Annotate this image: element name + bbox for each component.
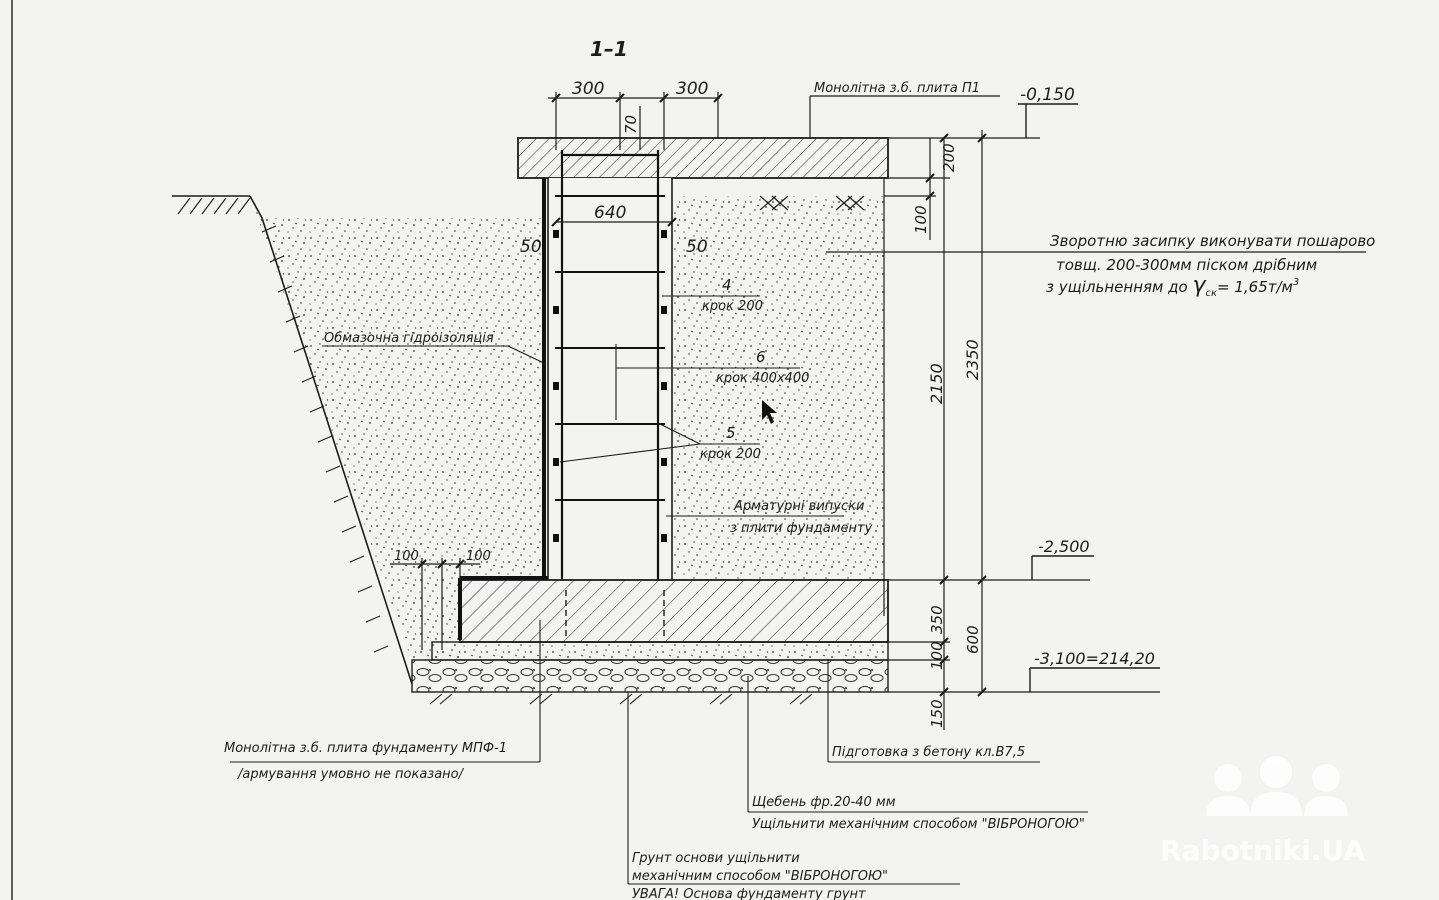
callout-concrete-prep: Підготовка з бетону кл.B7,5 (832, 745, 1025, 760)
dimension-lines (390, 92, 1160, 730)
callout-outlets-line1: Арматурні випуски (733, 499, 864, 514)
wall (548, 178, 672, 580)
backfill-value: = 1,65т/м (1217, 278, 1293, 296)
dim-200: 200 (940, 143, 958, 172)
callout-soil-line1: Грунт основи ущільнити (632, 851, 800, 866)
watermark-text: Rabotniki.UA (1160, 834, 1365, 867)
rebar-4-step: крок 200 (702, 299, 763, 314)
concrete-preparation (431, 641, 889, 661)
rebar-4-number: 4 (722, 276, 732, 294)
gamma-symbol: γ (1192, 273, 1206, 298)
slope-hatch (261, 225, 389, 653)
soil-marks (759, 195, 865, 211)
rebar-6-number: 6 (756, 348, 766, 366)
dim-350: 350 (928, 605, 946, 634)
gamma-subscript: ск (1205, 288, 1217, 299)
dim-300-right: 300 (676, 79, 708, 99)
dim-600: 600 (964, 625, 982, 654)
rebar-6-step: крок 400x400 (716, 371, 809, 386)
level-top: -0,150 (1020, 85, 1075, 105)
level-bottom: -3,100=214,20 (1034, 649, 1155, 668)
section-label: 1–1 (590, 37, 628, 61)
dim-150: 150 (928, 699, 946, 728)
dim-50-right: 50 (686, 237, 708, 257)
callout-foundation-line1: Монолітна з.б. плита фундаменту МПФ-1 (224, 741, 507, 756)
dim-100-b: 100 (466, 549, 491, 564)
dim-100-bottom: 100 (928, 641, 946, 670)
callout-slab: Монолітна з.б. плита П1 (814, 81, 980, 96)
soil-hatch (429, 693, 813, 705)
callout-backfill-line3: з ущільненням до γск= 1,65т/м3 (1046, 273, 1299, 299)
backfill-superscript: 3 (1293, 277, 1299, 288)
ground-surface (172, 195, 251, 215)
callout-soil-line3: УВАГА! Основа фундаменту грунт (632, 887, 866, 900)
rebar-dots (553, 230, 667, 542)
dim-300-left: 300 (572, 79, 604, 99)
excavation-slope (249, 195, 413, 685)
dim-2150: 2150 (927, 363, 946, 404)
dim-50-left: 50 (520, 237, 542, 257)
callout-backfill-line2: товщ. 200-300мм піском дрібним (1056, 256, 1317, 274)
callout-waterproofing: Обмазочна гідроізоляція (324, 331, 494, 346)
callout-backfill-line1: Зворотню засипку виконувати пошарово (1050, 232, 1375, 250)
dimension-ticks (417, 93, 987, 697)
dim-640: 640 (594, 203, 626, 223)
foundation-slab (459, 579, 889, 643)
level-mid: -2,500 (1038, 537, 1090, 556)
top-slab (517, 137, 889, 179)
level-markers (1018, 103, 1160, 692)
callout-foundation-line2: /армування умовно не показано/ (237, 767, 465, 782)
mouse-cursor-icon (762, 400, 777, 424)
rebar-5-number: 5 (726, 424, 736, 442)
dim-70: 70 (622, 115, 640, 134)
callout-soil-line2: механічним способом "ВІБРОНОГОЮ" (632, 869, 888, 884)
dim-100-top: 100 (912, 205, 930, 234)
watermark-logo-icon (1206, 756, 1348, 816)
rebar-5-step: крок 200 (700, 447, 761, 462)
backfill-left (250, 196, 544, 662)
backfill-prefix: з ущільненням до (1046, 278, 1188, 296)
callout-outlets-line2: з плити фундаменту (730, 521, 873, 536)
callout-gravel-line1: Щебень фр.20-40 мм (752, 795, 896, 810)
dim-100-a: 100 (394, 549, 419, 564)
gravel-layer (411, 659, 889, 693)
dim-2350: 2350 (963, 339, 982, 380)
callout-gravel-line2: Ущільнити механічним способом "ВІБРОНОГО… (752, 817, 1085, 832)
rebar-ties (555, 195, 665, 501)
